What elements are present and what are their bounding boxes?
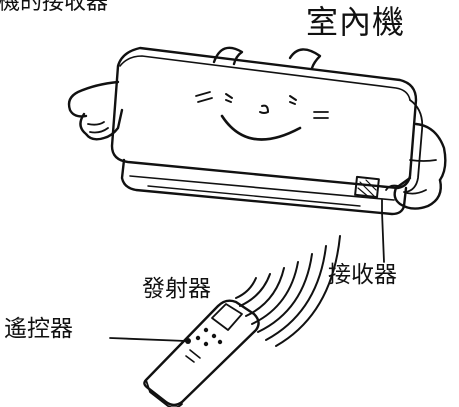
remote-button-row [185, 349, 201, 363]
left-hand-illustration [67, 80, 124, 141]
right-glove-finger-1 [403, 189, 427, 195]
smile-icon [220, 114, 302, 141]
nose-icon [259, 104, 269, 114]
remote-display [211, 303, 243, 331]
receiver-label: 接收器 [328, 262, 397, 288]
unit-face [195, 46, 329, 141]
right-glove-cuff [409, 159, 437, 162]
remote-button-2 [211, 333, 217, 339]
indoor-unit-louver [120, 158, 408, 216]
remote-emitter-dot [185, 338, 191, 344]
wave-1 [235, 277, 257, 299]
right-eye-icon [289, 95, 297, 105]
remote-body [143, 299, 260, 407]
remote-button-4 [203, 341, 209, 347]
wave-5 [257, 253, 313, 333]
wave-6 [265, 245, 327, 341]
remote-side [145, 379, 183, 407]
right-ear-icon [288, 48, 322, 70]
wave-7 [275, 235, 341, 347]
right-glove [393, 176, 442, 210]
right-glove-finger-2 [385, 184, 399, 191]
receiver-leader-line [381, 199, 385, 263]
remote-illustration [109, 299, 260, 407]
remote-button-5 [217, 339, 223, 345]
indoor-unit-illustration [110, 46, 424, 216]
receiver-window [354, 175, 385, 263]
wave-3 [245, 267, 285, 317]
left-arm [67, 80, 120, 118]
remote-button-1 [203, 327, 209, 333]
left-ear-icon [212, 46, 244, 66]
indoor-unit-label: 室內機 [306, 3, 406, 41]
left-glove-finger-1 [87, 121, 105, 126]
right-hand-illustration [385, 122, 447, 210]
indoor-unit-body [110, 46, 418, 190]
remote-button-3 [195, 335, 201, 341]
indoor-unit-side [405, 99, 424, 193]
emitter-label: 發射器 [142, 276, 211, 302]
signal-waves [235, 235, 341, 347]
left-eye-icon [225, 93, 233, 103]
left-glove-finger-2 [89, 127, 109, 134]
left-cheek-icon [195, 91, 213, 103]
right-cheek-icon [313, 111, 329, 119]
louver-line-2 [147, 185, 361, 207]
caption-top: 機的接收器 [0, 0, 109, 15]
remote-leader-line [109, 337, 187, 342]
left-glove [79, 108, 124, 141]
wave-2 [239, 273, 271, 307]
right-arm [414, 122, 447, 182]
indoor-unit-front-edge [119, 55, 411, 101]
louver-line-1 [129, 175, 395, 201]
remote-label: 遙控器 [4, 316, 73, 342]
